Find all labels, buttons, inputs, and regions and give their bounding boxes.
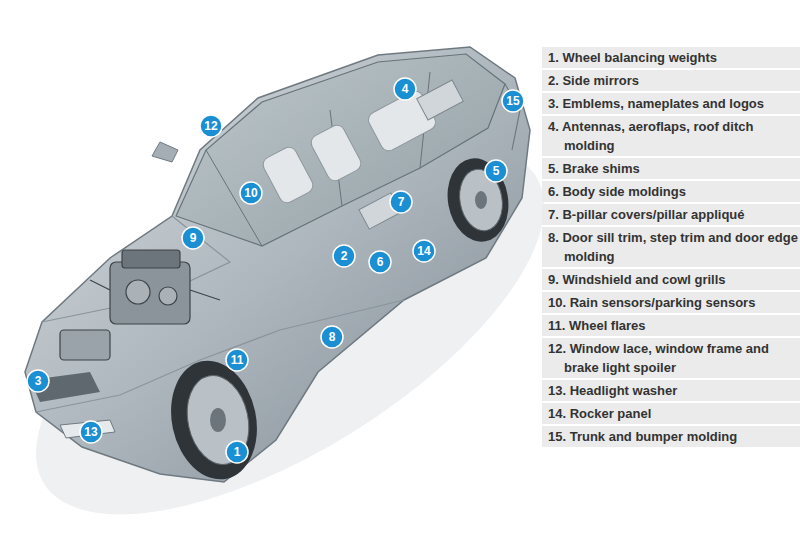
part-name: 3. Emblems, nameplates and logos bbox=[564, 94, 798, 113]
legend-row: 15. Trunk and bumper molding bbox=[542, 426, 800, 447]
callout-number: 1 bbox=[225, 440, 249, 464]
legend-row: 12. Window lace, window frame and brake … bbox=[542, 338, 800, 378]
legend-row: 6. Body side moldings bbox=[542, 181, 800, 202]
callout-number: 14 bbox=[412, 239, 436, 263]
part-name: 13. Headlight washer bbox=[564, 381, 798, 400]
legend-row: 10. Rain sensors/parking sensors bbox=[542, 292, 800, 313]
callout-number: 5 bbox=[484, 159, 508, 183]
callout-circle: 6 bbox=[368, 250, 392, 274]
part-name: 6. Body side moldings bbox=[564, 182, 798, 201]
callout-number: 10 bbox=[239, 181, 263, 205]
part-name: 7. B-pillar covers/pillar appliqué bbox=[564, 205, 798, 224]
legend-row: 5. Brake shims bbox=[542, 158, 800, 179]
legend-row: 11. Wheel flares bbox=[542, 315, 800, 336]
callout-number: 4 bbox=[393, 77, 417, 101]
part-name: 12. Window lace, window frame and brake … bbox=[564, 339, 798, 377]
part-name: 2. Side mirrors bbox=[564, 71, 798, 90]
legend-row: 4. Antennas, aeroflaps, roof ditch moldi… bbox=[542, 116, 800, 156]
callout-number: 9 bbox=[181, 226, 205, 250]
part-name: 11. Wheel flares bbox=[564, 316, 798, 335]
callout-circle: 13 bbox=[79, 420, 103, 444]
callout-number: 8 bbox=[320, 325, 344, 349]
callout-number: 13 bbox=[79, 420, 103, 444]
part-name: 4. Antennas, aeroflaps, roof ditch moldi… bbox=[564, 117, 798, 155]
callout-number: 12 bbox=[199, 114, 223, 138]
callout-circle: 10 bbox=[239, 181, 263, 205]
legend-row: 2. Side mirrors bbox=[542, 70, 800, 91]
callout-circle: 1 bbox=[225, 440, 249, 464]
callout-circle: 5 bbox=[484, 159, 508, 183]
legend-row: 8. Door sill trim, step trim and door ed… bbox=[542, 227, 800, 267]
part-name: 9. Windshield and cowl grills bbox=[564, 270, 798, 289]
callout-number: 2 bbox=[332, 244, 356, 268]
legend-row: 3. Emblems, nameplates and logos bbox=[542, 93, 800, 114]
callout-circle: 11 bbox=[225, 348, 249, 372]
callout-number: 3 bbox=[26, 369, 50, 393]
callout-circle: 12 bbox=[199, 114, 223, 138]
part-name: 1. Wheel balancing weights bbox=[564, 48, 798, 67]
callout-number: 11 bbox=[225, 348, 249, 372]
callout-circle: 2 bbox=[332, 244, 356, 268]
part-name: 5. Brake shims bbox=[564, 159, 798, 178]
callout-number: 15 bbox=[501, 89, 525, 113]
callout-circle: 3 bbox=[26, 369, 50, 393]
legend-row: 9. Windshield and cowl grills bbox=[542, 269, 800, 290]
callout-circle: 7 bbox=[389, 190, 413, 214]
callout-number: 7 bbox=[389, 190, 413, 214]
callout-circle: 8 bbox=[320, 325, 344, 349]
callout-number: 6 bbox=[368, 250, 392, 274]
callout-circle: 4 bbox=[393, 77, 417, 101]
part-name: 10. Rain sensors/parking sensors bbox=[564, 293, 798, 312]
part-name: 15. Trunk and bumper molding bbox=[564, 427, 798, 446]
legend-row: 1. Wheel balancing weights bbox=[542, 47, 800, 68]
part-name: 14. Rocker panel bbox=[564, 404, 798, 423]
callout-circle: 14 bbox=[412, 239, 436, 263]
part-name: 8. Door sill trim, step trim and door ed… bbox=[564, 228, 798, 266]
callout-circle: 9 bbox=[181, 226, 205, 250]
legend-row: 13. Headlight washer bbox=[542, 380, 800, 401]
legend-row: 14. Rocker panel bbox=[542, 403, 800, 424]
legend-row: 7. B-pillar covers/pillar appliqué bbox=[542, 204, 800, 225]
callout-circle: 15 bbox=[501, 89, 525, 113]
